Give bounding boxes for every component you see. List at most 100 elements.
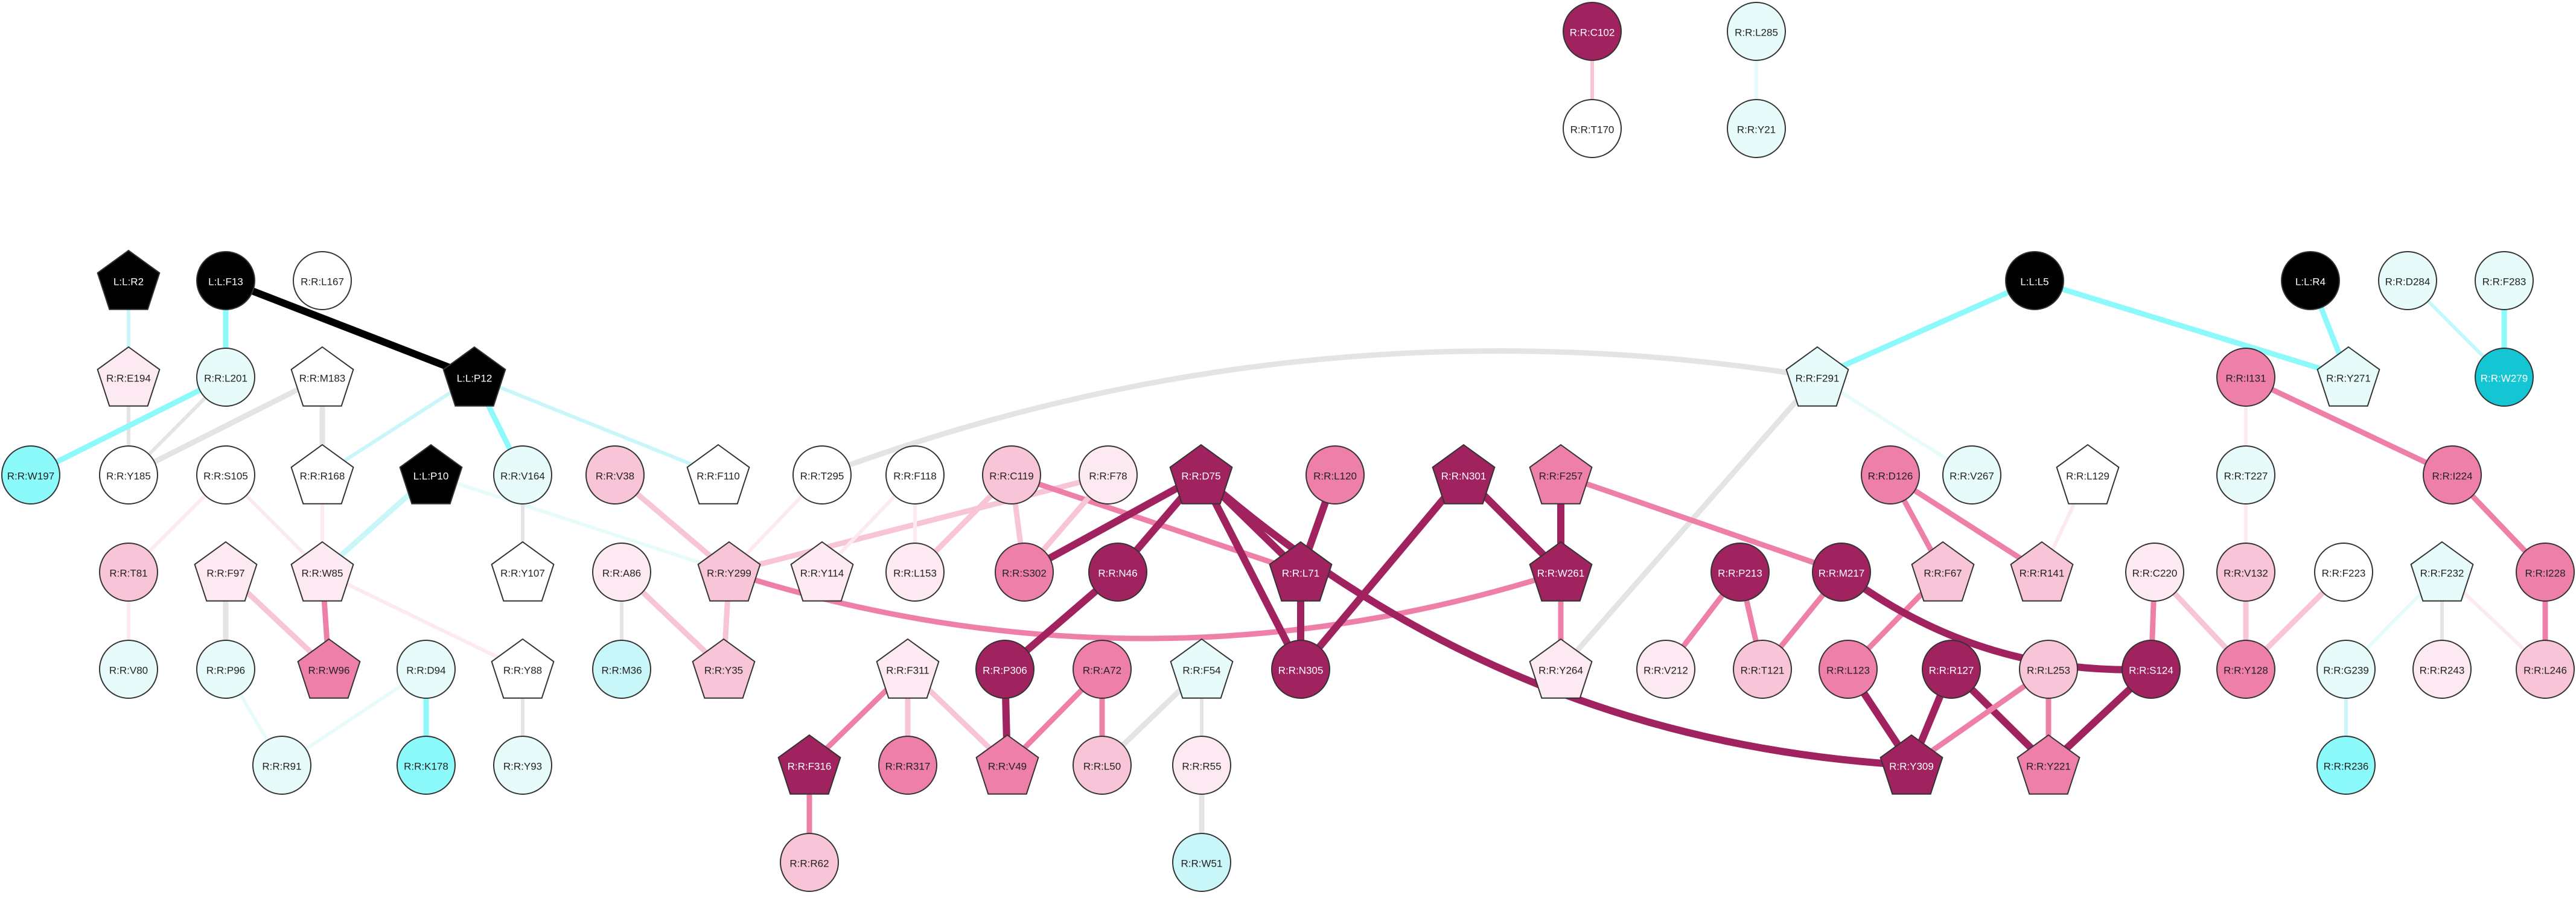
node-y35[interactable]: R:R:Y35 (692, 638, 756, 699)
node-i228[interactable]: R:R:I228 (2516, 543, 2575, 602)
node-l129[interactable]: R:R:L129 (2056, 444, 2120, 505)
node-r55[interactable]: R:R:R55 (1172, 736, 1231, 795)
node-t227[interactable]: R:R:T227 (2216, 445, 2275, 505)
node-w85[interactable]: R:R:W85 (290, 541, 354, 602)
node-c102[interactable]: R:R:C102 (1563, 2, 1622, 61)
node-l5[interactable]: L:L:L5 (2005, 251, 2064, 310)
node-p96[interactable]: R:R:P96 (196, 640, 255, 699)
node-p10[interactable]: L:L:P10 (399, 444, 463, 505)
node-y21[interactable]: R:R:Y21 (1727, 99, 1786, 158)
node-p12[interactable]: L:L:P12 (442, 346, 506, 407)
node-e194[interactable]: R:R:E194 (97, 346, 161, 407)
node-f223[interactable]: R:R:F223 (2314, 543, 2373, 602)
node-f97[interactable]: R:R:F97 (194, 541, 258, 602)
node-m217[interactable]: R:R:M217 (1812, 543, 1871, 602)
node-v212[interactable]: R:R:V212 (1636, 640, 1695, 699)
node-f257[interactable]: R:R:F257 (1529, 444, 1593, 505)
node-t121[interactable]: R:R:T121 (1733, 640, 1792, 699)
node-f110[interactable]: R:R:F110 (686, 444, 750, 505)
node-v132[interactable]: R:R:V132 (2216, 543, 2275, 602)
node-s105[interactable]: R:R:S105 (196, 445, 255, 505)
node-l253[interactable]: R:R:L253 (2019, 640, 2078, 699)
node-v164[interactable]: R:R:V164 (493, 445, 552, 505)
node-k178[interactable]: R:R:K178 (397, 736, 456, 795)
node-p213[interactable]: R:R:P213 (1710, 543, 1770, 602)
node-m183[interactable]: R:R:M183 (290, 346, 354, 407)
node-y264[interactable]: R:R:Y264 (1529, 638, 1593, 699)
node-r4[interactable]: L:L:R4 (2281, 251, 2340, 310)
node-v49[interactable]: R:R:V49 (975, 734, 1039, 795)
node-l120[interactable]: R:R:L120 (1306, 445, 1365, 505)
node-r141[interactable]: R:R:R141 (2010, 541, 2074, 602)
node-d94[interactable]: R:R:D94 (397, 640, 456, 699)
node-f13[interactable]: L:L:F13 (196, 251, 255, 310)
node-l153[interactable]: R:R:L153 (885, 543, 945, 602)
node-f283[interactable]: R:R:F283 (2475, 251, 2534, 310)
node-y299[interactable]: R:R:Y299 (697, 541, 761, 602)
node-l167[interactable]: R:R:L167 (293, 251, 352, 310)
node-l201[interactable]: R:R:L201 (196, 348, 255, 407)
node-i131[interactable]: R:R:I131 (2216, 348, 2275, 407)
node-f78[interactable]: R:R:F78 (1079, 445, 1138, 505)
node-f54[interactable]: R:R:F54 (1170, 638, 1234, 699)
node-n305[interactable]: R:R:N305 (1271, 640, 1330, 699)
node-i224[interactable]: R:R:I224 (2423, 445, 2482, 505)
node-l285[interactable]: R:R:L285 (1727, 2, 1786, 61)
node-w197[interactable]: R:R:W197 (1, 445, 60, 505)
node-y88[interactable]: R:R:Y88 (491, 638, 555, 699)
node-v80[interactable]: R:R:V80 (99, 640, 158, 699)
node-l50[interactable]: R:R:L50 (1073, 736, 1132, 795)
node-r168[interactable]: R:R:R168 (290, 444, 354, 505)
node-f232[interactable]: R:R:F232 (2410, 541, 2474, 602)
node-y114[interactable]: R:R:Y114 (790, 541, 854, 602)
node-c220[interactable]: R:R:C220 (2125, 543, 2184, 602)
node-p306[interactable]: R:R:P306 (975, 640, 1035, 699)
node-d75[interactable]: R:R:D75 (1169, 444, 1233, 505)
node-c119[interactable]: R:R:C119 (982, 445, 1041, 505)
node-w51[interactable]: R:R:W51 (1172, 833, 1231, 892)
node-w279[interactable]: R:R:W279 (2475, 348, 2534, 407)
node-r91[interactable]: R:R:R91 (252, 736, 311, 795)
node-a86[interactable]: R:R:A86 (592, 543, 651, 602)
node-y271[interactable]: R:R:Y271 (2316, 346, 2380, 407)
node-v38[interactable]: R:R:V38 (585, 445, 645, 505)
node-m36[interactable]: R:R:M36 (592, 640, 651, 699)
node-label: R:R:F223 (2322, 568, 2366, 579)
node-r62[interactable]: R:R:R62 (780, 833, 839, 892)
node-l71[interactable]: R:R:L71 (1269, 541, 1333, 602)
node-y221[interactable]: R:R:Y221 (2016, 734, 2080, 795)
node-n46[interactable]: R:R:N46 (1088, 543, 1147, 602)
node-circle-shape (1306, 445, 1365, 505)
node-y93[interactable]: R:R:Y93 (493, 736, 552, 795)
node-w261[interactable]: R:R:W261 (1529, 541, 1593, 602)
node-f311[interactable]: R:R:F311 (876, 638, 940, 699)
node-a72[interactable]: R:R:A72 (1073, 640, 1132, 699)
node-n301[interactable]: R:R:N301 (1432, 444, 1496, 505)
node-label: R:R:F118 (893, 471, 937, 482)
node-t295[interactable]: R:R:T295 (792, 445, 852, 505)
node-v267[interactable]: R:R:V267 (1942, 445, 2001, 505)
node-y107[interactable]: R:R:Y107 (491, 541, 555, 602)
node-s124[interactable]: R:R:S124 (2122, 640, 2181, 699)
node-d284[interactable]: R:R:D284 (2378, 251, 2437, 310)
node-y185[interactable]: R:R:Y185 (99, 445, 158, 505)
node-f316[interactable]: R:R:F316 (777, 734, 841, 795)
node-l123[interactable]: R:R:L123 (1819, 640, 1878, 699)
node-f118[interactable]: R:R:F118 (885, 445, 945, 505)
node-d126[interactable]: R:R:D126 (1861, 445, 1920, 505)
node-f291[interactable]: R:R:F291 (1785, 346, 1849, 407)
node-r2[interactable]: L:L:R2 (97, 249, 161, 310)
node-t170[interactable]: R:R:T170 (1563, 99, 1622, 158)
node-l246[interactable]: R:R:L246 (2516, 640, 2575, 699)
node-g239[interactable]: R:R:G239 (2316, 640, 2376, 699)
node-f67[interactable]: R:R:F67 (1911, 541, 1975, 602)
node-r127[interactable]: R:R:R127 (1922, 640, 1981, 699)
node-y128[interactable]: R:R:Y128 (2216, 640, 2275, 699)
node-y309[interactable]: R:R:Y309 (1879, 734, 1943, 795)
node-r236[interactable]: R:R:R236 (2316, 736, 2376, 795)
node-r243[interactable]: R:R:R243 (2412, 640, 2472, 699)
node-t81[interactable]: R:R:T81 (99, 543, 158, 602)
node-r317[interactable]: R:R:R317 (878, 736, 937, 795)
node-s302[interactable]: R:R:S302 (995, 543, 1054, 602)
node-w96[interactable]: R:R:W96 (297, 638, 361, 699)
